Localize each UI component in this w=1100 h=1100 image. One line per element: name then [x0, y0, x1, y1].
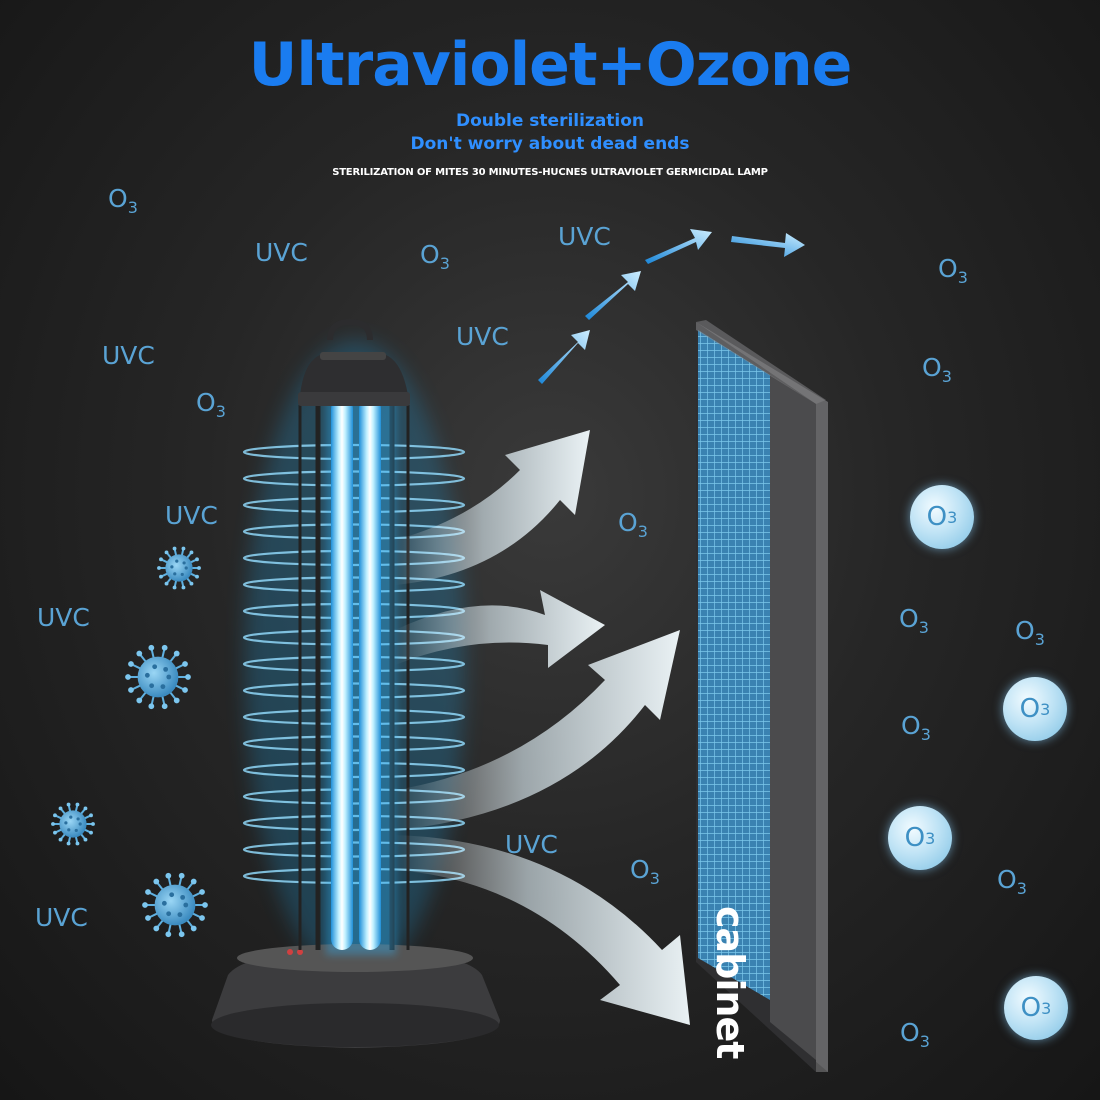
ozone-label: O3: [922, 353, 952, 386]
ozone-label: O3: [900, 1018, 930, 1051]
ozone-label: O3: [1015, 616, 1045, 649]
virus-particles: [51, 546, 208, 938]
ozone-label: O3: [997, 865, 1027, 898]
lamp-cap: [298, 318, 410, 406]
ozone-label: O3: [938, 254, 968, 287]
uvc-label: UVC: [505, 830, 558, 859]
virus-icon: [125, 644, 191, 710]
subtitle-line-2: Don't worry about dead ends: [410, 134, 690, 154]
uvc-label: UVC: [165, 501, 218, 530]
uvc-label: UVC: [102, 341, 155, 370]
airflow-arrows: [395, 430, 690, 1025]
cabinet-label: cabinet: [708, 906, 752, 1059]
ozone-label: O3: [420, 240, 450, 273]
page-title: Ultraviolet+Ozone: [248, 30, 853, 100]
tagline: STERILIZATION OF MITES 30 MINUTES-HUCNES…: [332, 167, 768, 178]
subtitle-line-1: Double sterilization: [455, 111, 645, 131]
small-arrows: [538, 229, 805, 384]
uv-tubes: [326, 395, 396, 955]
virus-icon: [157, 546, 201, 590]
ozone-label: O3: [899, 604, 929, 637]
lamp-base: [211, 944, 500, 1048]
virus-icon: [51, 802, 95, 846]
uvc-label: UVC: [255, 238, 308, 267]
ozone-label: O3: [901, 711, 931, 744]
uvc-label: UVC: [456, 322, 509, 351]
virus-icon: [142, 872, 208, 938]
ozone-label: O3: [618, 508, 648, 541]
uvc-label: UVC: [558, 222, 611, 251]
ozone-label: O3: [108, 184, 138, 217]
cabinet-panel: [696, 320, 828, 1072]
ozone-label: O3: [630, 855, 660, 888]
uvc-label: UVC: [35, 903, 88, 932]
uvc-label: UVC: [37, 603, 90, 632]
ozone-label: O3: [196, 388, 226, 421]
